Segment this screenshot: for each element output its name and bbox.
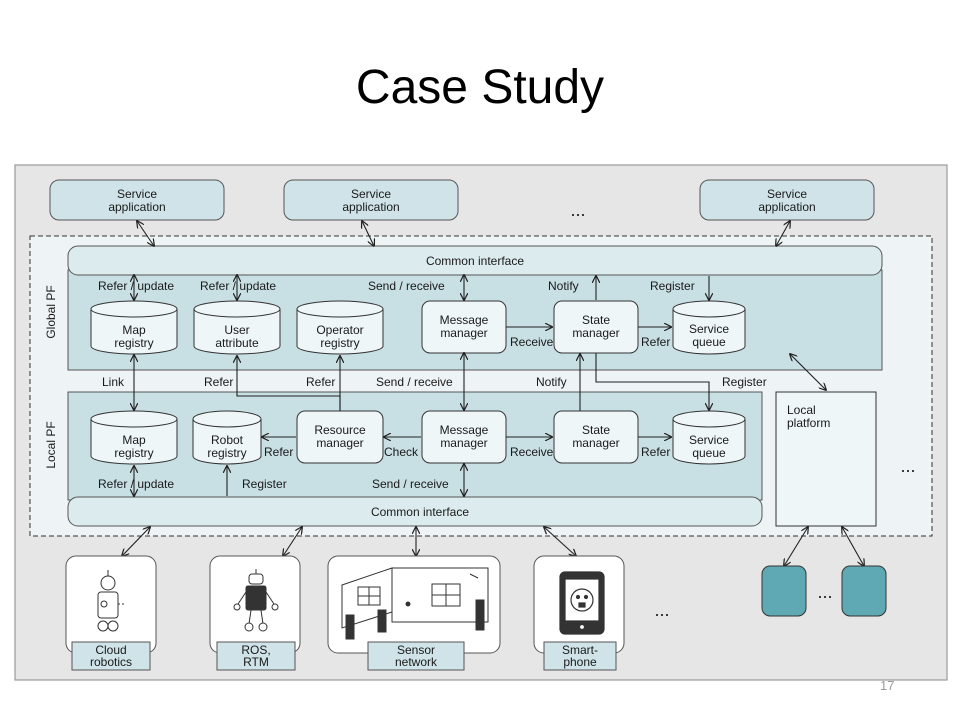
global-message-manager: Message manager bbox=[421, 300, 507, 354]
global-pf-label: Global PF bbox=[44, 285, 58, 338]
svg-text:Check: Check bbox=[384, 445, 419, 459]
svg-text:Map: Map bbox=[122, 433, 146, 447]
svg-text:Refer / update: Refer / update bbox=[200, 279, 276, 293]
svg-text:Service: Service bbox=[689, 433, 729, 447]
svg-text:Register: Register bbox=[722, 375, 767, 389]
svg-text:application: application bbox=[108, 200, 165, 214]
local-pf-label: Local PF bbox=[44, 421, 58, 468]
svg-text:Cloud: Cloud bbox=[95, 643, 126, 657]
global-user-attribute: User attribute bbox=[193, 300, 281, 355]
ellipsis: ... bbox=[654, 600, 669, 620]
svg-text:Operator: Operator bbox=[316, 323, 363, 337]
svg-text:Register: Register bbox=[242, 477, 287, 491]
svg-text:Register: Register bbox=[650, 279, 695, 293]
svg-text:registry: registry bbox=[114, 336, 153, 350]
local-robot-registry: Robot registry bbox=[192, 410, 262, 465]
svg-text:Message: Message bbox=[440, 313, 489, 327]
svg-text:attribute: attribute bbox=[215, 336, 259, 350]
svg-text:queue: queue bbox=[692, 335, 726, 349]
svg-text:Service: Service bbox=[767, 187, 807, 201]
ellipsis: ... bbox=[817, 582, 832, 602]
svg-text:robotics: robotics bbox=[90, 655, 132, 669]
svg-text:Notify: Notify bbox=[536, 375, 567, 389]
svg-text:manager: manager bbox=[316, 436, 363, 450]
svg-text:User: User bbox=[224, 323, 249, 337]
smartphone-icon bbox=[559, 571, 605, 635]
local-state-manager: State manager bbox=[553, 410, 639, 464]
sensor-network-device: Sensor network bbox=[327, 555, 501, 671]
local-device bbox=[761, 565, 807, 617]
svg-text:Map: Map bbox=[122, 323, 146, 337]
local-platform-box: Local platform bbox=[775, 391, 877, 527]
svg-text:State: State bbox=[582, 423, 610, 437]
svg-text:Message: Message bbox=[440, 423, 489, 437]
svg-text:State: State bbox=[582, 313, 610, 327]
svg-text:manager: manager bbox=[440, 436, 487, 450]
smartphone-device: Smart- phone bbox=[533, 555, 625, 671]
service-application-box: Service application bbox=[699, 179, 875, 221]
svg-text:platform: platform bbox=[787, 416, 830, 430]
svg-text:Service: Service bbox=[351, 187, 391, 201]
svg-text:manager: manager bbox=[572, 326, 619, 340]
ellipsis: ... bbox=[570, 200, 585, 220]
cloud-robotics-device: Cloud robotics bbox=[65, 555, 157, 671]
room-sensor-icon bbox=[341, 567, 489, 640]
humanoid-robot-icon bbox=[233, 569, 279, 632]
svg-text:Service: Service bbox=[117, 187, 157, 201]
svg-text:Common interface: Common interface bbox=[426, 254, 524, 268]
svg-text:application: application bbox=[758, 200, 815, 214]
svg-text:Refer: Refer bbox=[306, 375, 335, 389]
global-operator-registry: Operator registry bbox=[296, 300, 384, 355]
svg-text:registry: registry bbox=[207, 446, 246, 460]
svg-text:Refer: Refer bbox=[264, 445, 293, 459]
svg-text:Smart-: Smart- bbox=[562, 643, 598, 657]
svg-text:Service: Service bbox=[689, 322, 729, 336]
svg-text:manager: manager bbox=[572, 436, 619, 450]
page-number: 17 bbox=[880, 678, 895, 693]
svg-text:Receive: Receive bbox=[510, 445, 554, 459]
svg-text:Refer: Refer bbox=[204, 375, 233, 389]
local-resource-manager: Resource manager bbox=[296, 410, 384, 464]
svg-text:network: network bbox=[395, 655, 438, 669]
svg-text:Robot: Robot bbox=[211, 433, 244, 447]
local-map-registry: Map registry bbox=[90, 410, 178, 465]
slide-title: Case Study bbox=[355, 61, 605, 114]
global-map-registry: Map registry bbox=[90, 300, 178, 355]
ros-rtm-device: ROS, RTM bbox=[209, 555, 301, 671]
svg-text:Common interface: Common interface bbox=[371, 505, 469, 519]
global-state-manager: State manager bbox=[553, 300, 639, 354]
svg-text:manager: manager bbox=[440, 326, 487, 340]
svg-text:ROS,: ROS, bbox=[241, 643, 270, 657]
local-message-manager: Message manager bbox=[421, 410, 507, 464]
svg-text:Resource: Resource bbox=[314, 423, 366, 437]
robot-icon bbox=[97, 570, 126, 632]
service-application-box: Service application bbox=[283, 179, 459, 221]
service-application-box: Service application bbox=[49, 179, 225, 221]
svg-text:Refer / update: Refer / update bbox=[98, 477, 174, 491]
global-common-interface bbox=[67, 245, 883, 276]
ellipsis: ... bbox=[900, 456, 915, 476]
svg-text:Local: Local bbox=[787, 403, 816, 417]
global-service-queue: Service queue bbox=[672, 300, 746, 355]
local-device bbox=[841, 565, 887, 617]
local-common-interface bbox=[67, 496, 763, 527]
svg-text:Sensor: Sensor bbox=[397, 643, 435, 657]
svg-text:Send / receive: Send / receive bbox=[372, 477, 449, 491]
local-service-queue: Service queue bbox=[672, 410, 746, 465]
svg-text:application: application bbox=[342, 200, 399, 214]
svg-text:RTM: RTM bbox=[243, 655, 269, 669]
svg-text:Send / receive: Send / receive bbox=[376, 375, 453, 389]
svg-text:Refer / update: Refer / update bbox=[98, 279, 174, 293]
svg-text:registry: registry bbox=[114, 446, 153, 460]
svg-text:queue: queue bbox=[692, 446, 726, 460]
svg-text:phone: phone bbox=[563, 655, 597, 669]
svg-text:Receive: Receive bbox=[510, 335, 554, 349]
svg-text:Send / receive: Send / receive bbox=[368, 279, 445, 293]
svg-text:Notify: Notify bbox=[548, 279, 579, 293]
svg-text:Refer: Refer bbox=[641, 335, 670, 349]
svg-text:Link: Link bbox=[102, 375, 125, 389]
svg-text:registry: registry bbox=[320, 336, 359, 350]
svg-text:Refer: Refer bbox=[641, 445, 670, 459]
